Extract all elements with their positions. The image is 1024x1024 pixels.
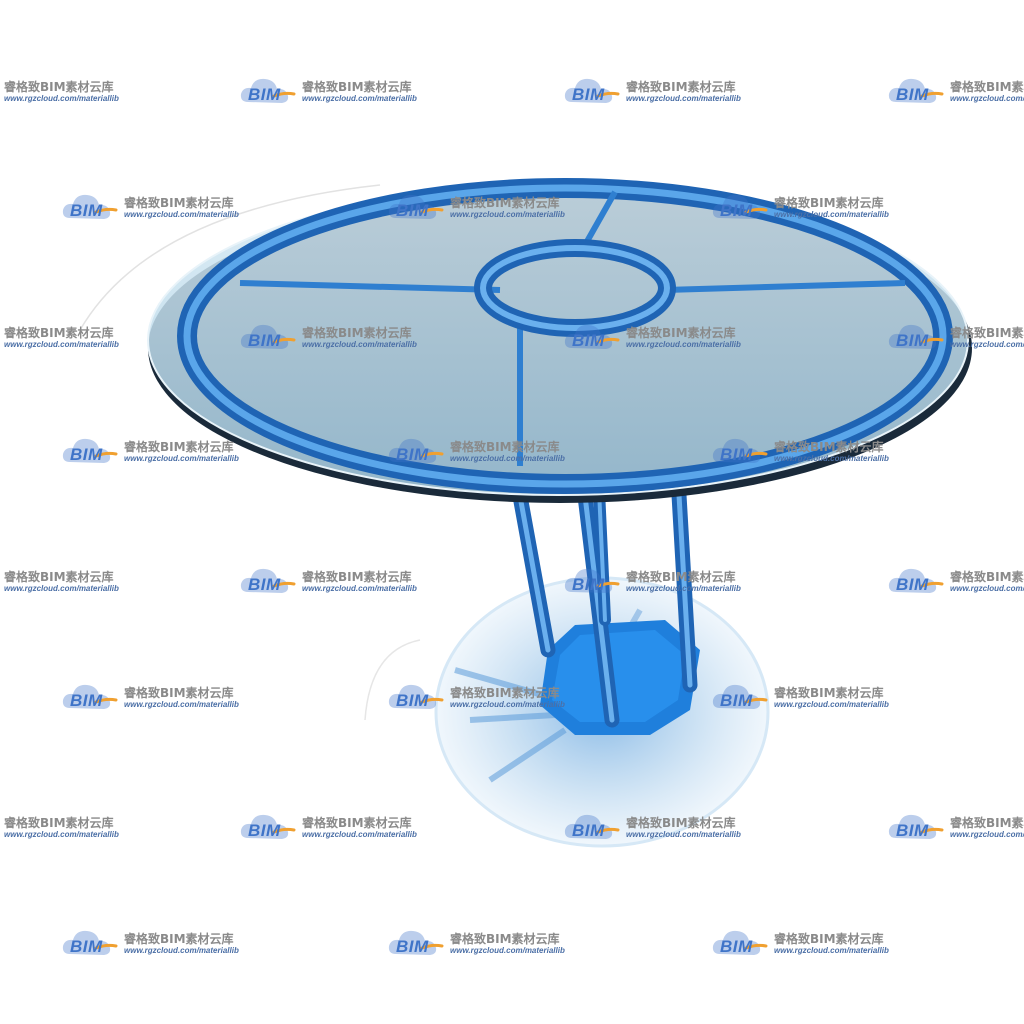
table-top	[147, 184, 972, 503]
table-base	[434, 576, 770, 848]
ambient-shadow	[79, 184, 421, 721]
table-frame	[177, 178, 953, 494]
center-ring	[474, 239, 676, 337]
